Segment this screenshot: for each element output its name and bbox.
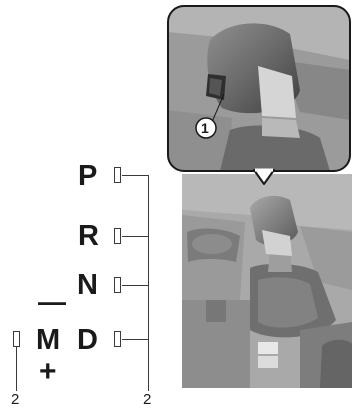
indicator-n	[114, 277, 121, 293]
indicator-m-leader	[16, 347, 17, 391]
callout-number-1: 1	[201, 121, 209, 135]
gear-label-n: N	[77, 271, 98, 300]
indicator-p	[114, 167, 121, 183]
manual-upshift-symbol: +	[39, 357, 57, 387]
gear-label-d: D	[77, 326, 98, 355]
gear-label-r: R	[78, 222, 99, 251]
bracket-line-d	[122, 339, 148, 340]
main-photo	[182, 174, 352, 388]
indicator-m	[13, 331, 20, 347]
bracket-line-r	[122, 236, 148, 237]
inset-photo	[168, 6, 350, 171]
indicator-r	[114, 228, 121, 244]
manual-downshift-symbol: —	[38, 288, 66, 316]
callout-number-2-left: 2	[11, 392, 19, 407]
bracket-line-p	[122, 175, 148, 176]
inset-callout	[168, 6, 350, 184]
gear-label-m: M	[36, 326, 60, 355]
bracket-line-n	[122, 285, 148, 286]
bracket-vertical	[148, 175, 149, 391]
callout-number-2-right: 2	[143, 392, 151, 407]
indicator-d	[114, 331, 121, 347]
gear-label-p: P	[78, 162, 97, 191]
